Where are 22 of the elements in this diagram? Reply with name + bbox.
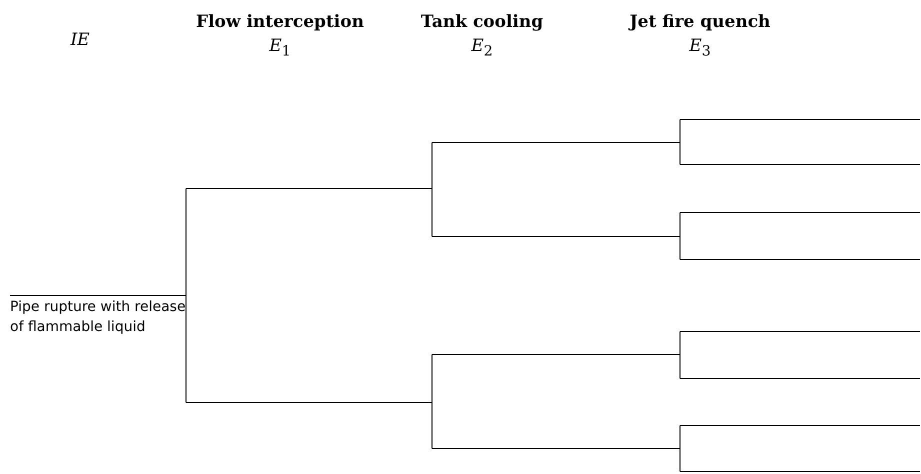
column-heading: Flow interception: [196, 12, 364, 32]
branch-line: [186, 402, 432, 403]
branch-line: [432, 354, 680, 355]
column-heading: Jet fire quench: [630, 12, 770, 32]
branch-line: [432, 448, 680, 449]
branch-line: [186, 188, 432, 189]
branch-line: [680, 425, 920, 426]
branch-line: [432, 142, 680, 143]
branch-line: [680, 331, 920, 332]
column-heading: Tank cooling: [420, 12, 544, 32]
branch-line: [680, 119, 920, 120]
event-symbol: E$_{1}$: [269, 36, 291, 60]
branch-line: [680, 378, 920, 379]
branch-line: [680, 164, 920, 165]
event-symbol: E$_{3}$: [689, 36, 711, 60]
branch-line: [680, 259, 920, 260]
branch-line: [680, 471, 920, 472]
event-label: Pipe rupture with release of flammable liquid: [10, 295, 186, 337]
initiating-event-heading: IE: [70, 30, 90, 50]
branch-line: [680, 212, 920, 213]
event-symbol: E$_{2}$: [471, 36, 493, 60]
branch-line: [432, 236, 680, 237]
